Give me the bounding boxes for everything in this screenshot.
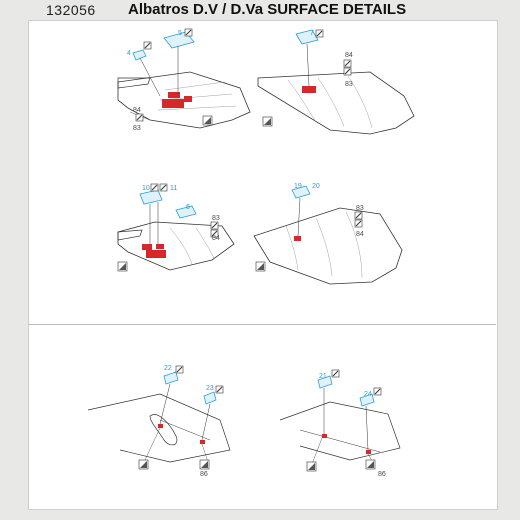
etched-part-24: [359, 393, 375, 407]
panel-6: [279, 369, 401, 472]
page-title: Albatros D.V / D.Va SURFACE DETAILS: [128, 1, 407, 18]
reference-number: 84: [212, 235, 220, 242]
mount-area: [168, 92, 180, 98]
mount-area: [294, 236, 301, 241]
etched-part-4: [132, 49, 147, 61]
mount-area: [156, 244, 164, 249]
etched-part-19: [291, 185, 311, 199]
panel-4: [253, 185, 403, 285]
part-number: 22: [164, 365, 172, 372]
reference-number: 86: [378, 471, 386, 478]
etched-part-7: [295, 29, 319, 45]
reference-number: 86: [200, 471, 208, 478]
part-number: 5: [178, 30, 182, 37]
part-number: 24: [364, 391, 372, 398]
etched-part-23: [203, 391, 217, 405]
etched-part-21: [317, 375, 333, 389]
panel-2: [257, 29, 415, 135]
panel-1: [117, 28, 251, 129]
part-number: 11: [170, 185, 177, 192]
mount-area: [366, 450, 371, 454]
part-number: 23: [206, 385, 214, 392]
reference-number: 83: [345, 81, 353, 88]
etched-part-10: [139, 189, 163, 205]
mount-area: [142, 244, 152, 250]
reference-number: 84: [133, 107, 141, 114]
mount-area: [322, 434, 327, 438]
part-number: 4: [127, 50, 131, 57]
part-number: 10: [142, 185, 150, 192]
reference-number: 84: [356, 231, 364, 238]
panel-3: [117, 183, 235, 272]
mount-area: [158, 424, 163, 428]
reference-number: 83: [212, 215, 220, 222]
reference-number: 84: [345, 52, 353, 59]
etched-part-22: [163, 371, 179, 385]
part-number: 6: [186, 204, 190, 211]
reference-number: 83: [356, 205, 364, 212]
section-divider: [28, 324, 496, 325]
panel-5: [87, 365, 231, 470]
mount-area: [302, 86, 316, 93]
mount-area: [200, 440, 205, 444]
etched-part-6: [175, 205, 197, 219]
mount-area: [162, 99, 184, 108]
reference-number: 83: [133, 125, 141, 132]
part-number: 19: [294, 183, 302, 190]
part-number: 7: [310, 30, 314, 37]
mount-area: [184, 96, 192, 102]
mount-area: [146, 250, 166, 258]
product-code: 132056: [46, 2, 96, 18]
part-number: 21: [319, 373, 327, 380]
part-number: 20: [312, 183, 320, 190]
